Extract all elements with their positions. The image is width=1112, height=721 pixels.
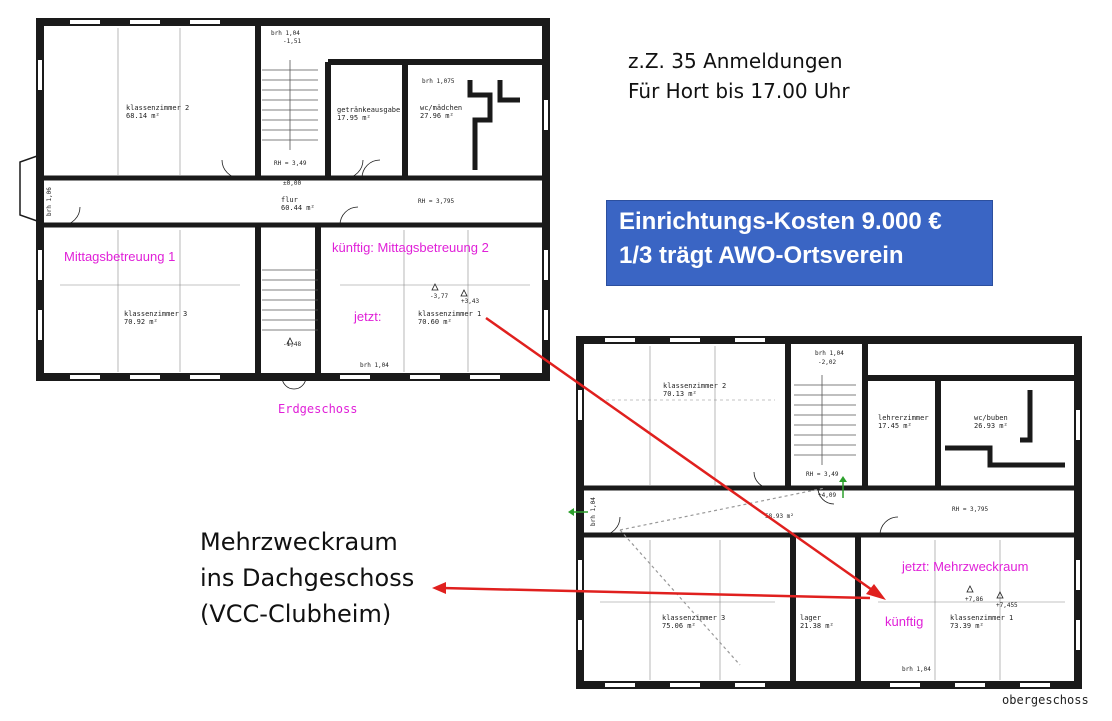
ground-brh-top: brh 1,04 xyxy=(271,30,300,37)
annotation-jetzt-mehrzweckraum: jetzt: Mehrzweckraum xyxy=(902,559,1029,574)
ground-brh-bottom: brh 1,04 xyxy=(360,362,389,369)
ground-rh-right: RH = 3,795 xyxy=(418,198,455,205)
upper-level-top: -2,02 xyxy=(818,359,837,366)
ground-room-flur: flur 60.44 m² xyxy=(281,196,315,212)
upper-rh-stair: RH = 3,49 xyxy=(806,471,839,478)
cost-box-line1: Einrichtungs-Kosten 9.000 € xyxy=(619,208,942,235)
upper-floor-caption: obergeschoss xyxy=(1002,693,1089,707)
ground-brh-left: brh 1,06 xyxy=(46,187,53,216)
ground-level-top: -1,51 xyxy=(283,38,302,45)
ground-room-klassenzimmer3: klassenzimmer 3 70.92 m² xyxy=(124,310,188,326)
upper-flur-area: 58.93 m² xyxy=(765,513,794,520)
upper-room-lager: lager 21.38 m² xyxy=(800,614,834,630)
ground-floor-plan: klassenzimmer 2 68.14 m² getränkeausgabe… xyxy=(0,0,560,430)
ground-level-flur: ±0,00 xyxy=(283,180,302,187)
upper-brh-top: brh 1,04 xyxy=(815,350,844,357)
ground-room-klassenzimmer2: klassenzimmer 2 68.14 m² xyxy=(126,104,190,120)
upper-floor-plan: klassenzimmer 2 70.13 m² lehrerzimmer 17… xyxy=(560,330,1112,721)
multipurpose-line2: ins Dachgeschoss xyxy=(200,564,415,592)
ground-level-bottom: -1,48 xyxy=(283,341,302,348)
ground-level-k1a: -3,77 xyxy=(430,293,449,300)
multipurpose-line3: (VCC-Clubheim) xyxy=(200,600,392,628)
multipurpose-note: Mehrzweckraum ins Dachgeschoss (VCC-Club… xyxy=(200,524,414,632)
ground-floor-caption: Erdgeschoss xyxy=(278,402,358,416)
notes-block: z.Z. 35 Anmeldungen Für Hort bis 17.00 U… xyxy=(628,46,850,106)
ground-rh-stair: RH = 3,49 xyxy=(274,160,307,167)
annotation-jetzt-ground: jetzt: xyxy=(354,309,382,324)
note-hort-hours: Für Hort bis 17.00 Uhr xyxy=(628,79,850,103)
cost-box: Einrichtungs-Kosten 9.000 € 1/3 trägt AW… xyxy=(606,200,993,286)
upper-room-lehrerzimmer: lehrerzimmer 17.45 m² xyxy=(878,414,929,430)
upper-room-klassenzimmer3: klassenzimmer 3 75.06 m² xyxy=(662,614,726,630)
upper-room-klassenzimmer2: klassenzimmer 2 70.13 m² xyxy=(663,382,727,398)
upper-rh-right: RH = 3,795 xyxy=(952,506,989,513)
annotation-mittagsbetreuung-1: Mittagsbetreuung 1 xyxy=(64,249,176,264)
multipurpose-line1: Mehrzweckraum xyxy=(200,528,398,556)
upper-room-klassenzimmer1: klassenzimmer 1 73.39 m² xyxy=(950,614,1014,630)
ground-room-getraenke: getränkeausgabe 17.95 m² xyxy=(337,106,401,122)
arrow-to-dachgeschoss-head xyxy=(432,582,446,594)
upper-level-k1a: +7,86 xyxy=(965,596,984,603)
ground-room-wc-maedchen: wc/mädchen 27.96 m² xyxy=(420,104,463,120)
ground-floor-walls xyxy=(19,18,550,390)
upper-room-wc-buben: wc/buben 26.93 m² xyxy=(974,414,1008,430)
upper-level-k1b: +7,455 xyxy=(996,602,1018,609)
upper-brh-bottom: brh 1,04 xyxy=(902,666,931,673)
upper-floor-walls xyxy=(568,336,1082,689)
note-registrations: z.Z. 35 Anmeldungen xyxy=(628,49,843,73)
annotation-kuenftig: künftig xyxy=(885,614,924,629)
ground-room-klassenzimmer1: klassenzimmer 1 70.60 m² xyxy=(418,310,482,326)
annotation-mittagsbetreuung-2: künftig: Mittagsbetreuung 2 xyxy=(332,240,489,255)
upper-level-flur: +4,09 xyxy=(818,492,837,499)
ground-brh-wc: brh 1,075 xyxy=(422,78,455,85)
cost-box-line2: 1/3 trägt AWO-Ortsverein xyxy=(619,242,904,269)
upper-brh-left: brh 1,04 xyxy=(590,497,597,526)
ground-level-k1b: +3,43 xyxy=(461,298,480,305)
